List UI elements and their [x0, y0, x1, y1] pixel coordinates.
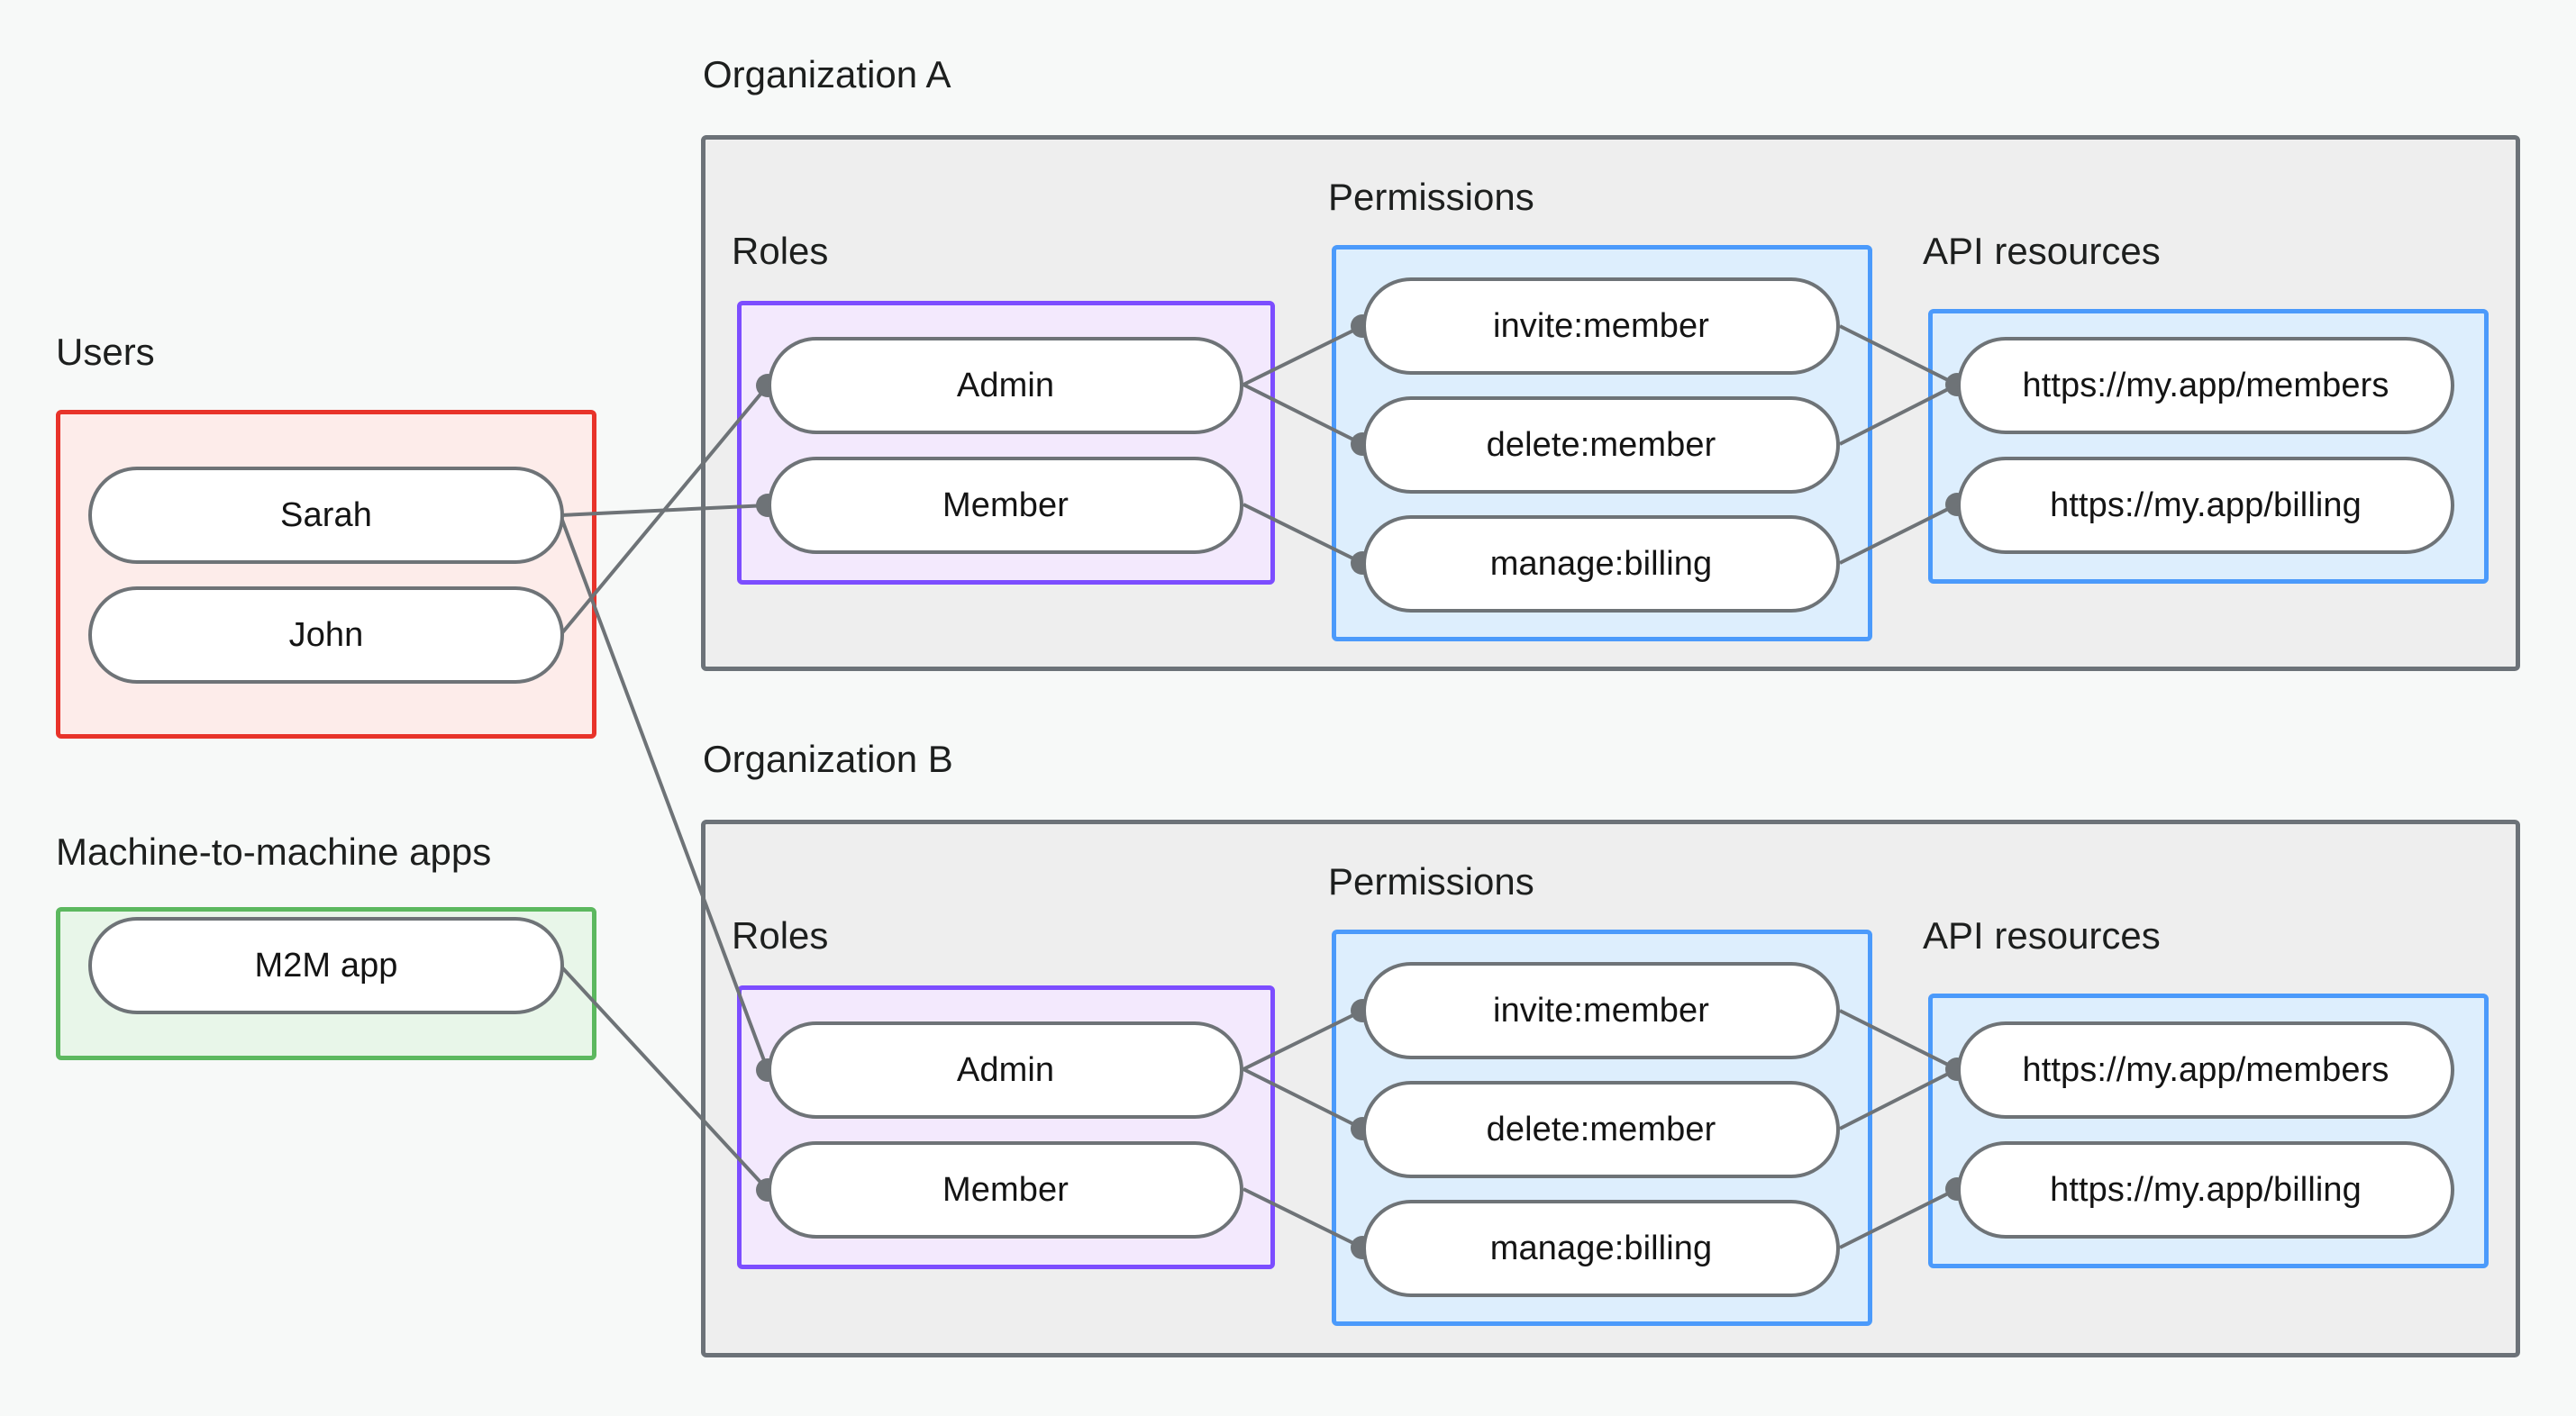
user-node-john[interactable]: John [88, 586, 564, 684]
org-b-api-resource-billing[interactable]: https://my.app/billing [1957, 1141, 2454, 1239]
org-a-permission-invite-member[interactable]: invite:member [1362, 277, 1840, 375]
user-label: John [288, 615, 364, 654]
org-b-permission-invite-member[interactable]: invite:member [1362, 962, 1840, 1059]
org-b-roles-caption: Roles [732, 914, 829, 957]
role-label: Member [942, 486, 1069, 524]
api-resource-label: https://my.app/billing [2050, 486, 2362, 524]
org-a-permission-delete-member[interactable]: delete:member [1362, 396, 1840, 494]
users-caption: Users [56, 331, 155, 373]
org-a-role-admin[interactable]: Admin [768, 337, 1243, 434]
org-b-caption: Organization B [703, 738, 953, 780]
org-a-caption: Organization A [703, 53, 951, 95]
org-a-roles-caption: Roles [732, 230, 829, 272]
role-label: Admin [956, 1050, 1055, 1089]
org-a-api-resource-members[interactable]: https://my.app/members [1957, 337, 2454, 434]
org-b-permissions-caption: Permissions [1328, 860, 1534, 903]
org-a-permissions-caption: Permissions [1328, 176, 1534, 218]
permission-label: invite:member [1493, 306, 1709, 345]
org-b-role-admin[interactable]: Admin [768, 1021, 1243, 1119]
org-a-permission-manage-billing[interactable]: manage:billing [1362, 515, 1840, 613]
api-resource-label: https://my.app/members [2022, 366, 2389, 404]
role-label: Admin [956, 366, 1055, 404]
api-resource-label: https://my.app/billing [2050, 1170, 2362, 1209]
m2m-label: M2M app [254, 946, 398, 985]
permission-label: manage:billing [1489, 544, 1713, 583]
permission-label: delete:member [1486, 425, 1716, 464]
users-group [56, 410, 596, 739]
org-b-permission-delete-member[interactable]: delete:member [1362, 1081, 1840, 1178]
org-a-api-resources-caption: API resources [1923, 230, 2161, 272]
m2m-node-app[interactable]: M2M app [88, 917, 564, 1014]
permission-label: invite:member [1493, 991, 1709, 1030]
role-label: Member [942, 1170, 1069, 1209]
m2m-caption: Machine-to-machine apps [56, 831, 492, 873]
org-b-api-resources-caption: API resources [1923, 914, 2161, 957]
permission-label: delete:member [1486, 1110, 1716, 1148]
user-node-sarah[interactable]: Sarah [88, 467, 564, 564]
org-a-role-member[interactable]: Member [768, 457, 1243, 554]
api-resource-label: https://my.app/members [2022, 1050, 2389, 1089]
org-b-permission-manage-billing[interactable]: manage:billing [1362, 1200, 1840, 1297]
org-b-role-member[interactable]: Member [768, 1141, 1243, 1239]
org-a-api-resource-billing[interactable]: https://my.app/billing [1957, 457, 2454, 554]
user-label: Sarah [280, 495, 372, 534]
permission-label: manage:billing [1489, 1229, 1713, 1267]
org-b-api-resource-members[interactable]: https://my.app/members [1957, 1021, 2454, 1119]
